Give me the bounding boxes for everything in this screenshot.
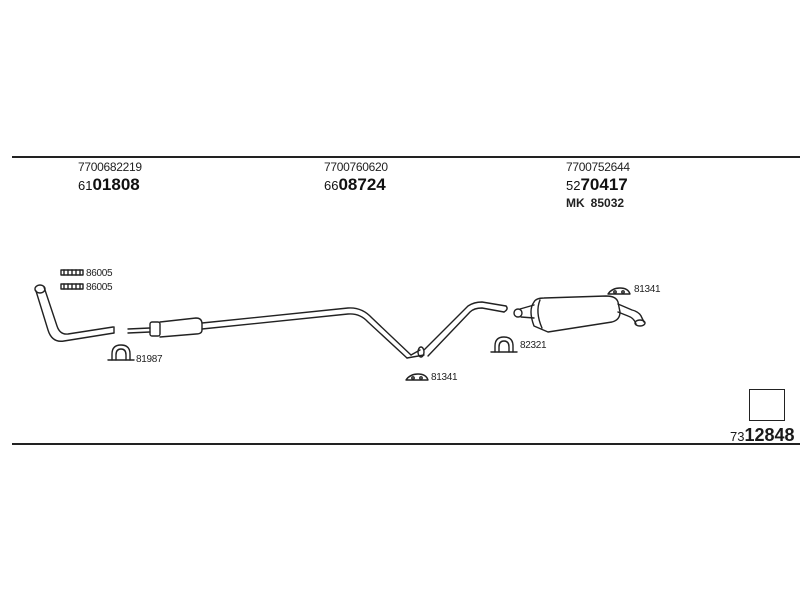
top-rule	[12, 156, 800, 158]
part-main-rear: 70417	[580, 175, 628, 194]
oem-number-middle: 7700760620	[324, 160, 388, 174]
clamp-icon-rear	[490, 336, 518, 353]
part-prefix-front: 61	[78, 178, 93, 193]
drawing-code-number: 7312848	[730, 425, 795, 446]
part-prefix-middle: 66	[324, 178, 339, 193]
drawing-code-prefix: 73	[730, 429, 745, 444]
hanger-icon-middle	[405, 373, 429, 381]
label-gasket-a: 86005	[86, 268, 113, 279]
hanger-icon-rear	[607, 287, 631, 295]
part-prefix-rear: 52	[566, 178, 581, 193]
part-main-middle: 08724	[338, 175, 386, 194]
rear-muffler	[513, 295, 646, 333]
mounting-kit: MK 85032	[566, 196, 630, 210]
label-clamp-rear: 82321	[520, 340, 547, 351]
drawing-code-main: 12848	[744, 425, 795, 445]
bottom-rule	[12, 443, 800, 445]
label-hanger-rear: 81341	[634, 284, 661, 295]
part-number-middle: 6608724	[324, 175, 386, 195]
gasket-icon-a	[60, 269, 84, 276]
middle-pipe	[127, 301, 508, 359]
gasket-icon-b	[60, 283, 84, 290]
mounting-kit-number: 85032	[590, 196, 625, 210]
label-clamp-front: 81987	[136, 354, 163, 365]
part-number-rear: 5270417	[566, 175, 628, 195]
label-gasket-b: 86005	[86, 282, 113, 293]
front-pipe	[34, 284, 115, 342]
clamp-icon-front	[107, 344, 135, 361]
oem-number-front: 7700682219	[78, 160, 142, 174]
part-number-front: 6101808	[78, 175, 140, 195]
part-main-front: 01808	[92, 175, 140, 194]
oem-number-rear: 7700752644	[566, 160, 630, 174]
mounting-kit-label: MK	[566, 196, 585, 210]
drawing-code-box	[749, 389, 785, 421]
label-hanger-middle: 81341	[431, 372, 458, 383]
